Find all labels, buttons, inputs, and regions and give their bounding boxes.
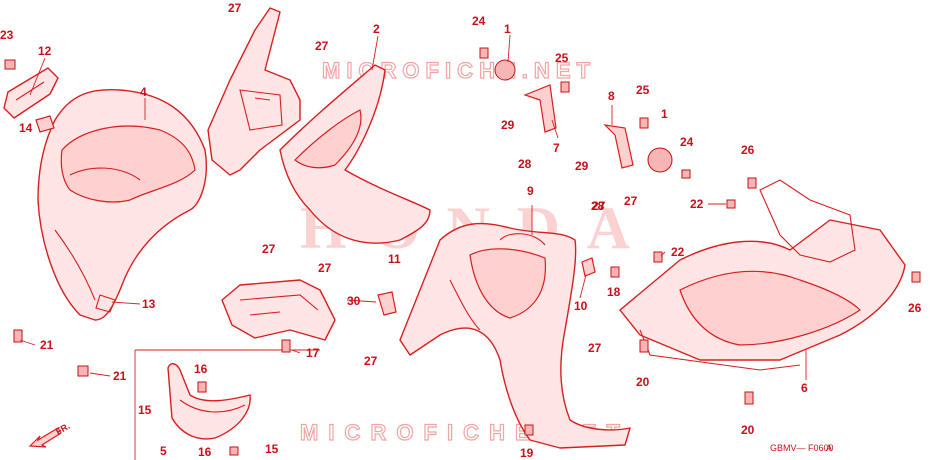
callout-number: 27 bbox=[592, 199, 606, 213]
callout-number: 22 bbox=[671, 245, 685, 259]
diagram-code: GBMV— F0600 bbox=[770, 443, 834, 453]
callout-number: 15 bbox=[265, 442, 279, 456]
callout-number: 26 bbox=[741, 143, 755, 157]
callout-number: 7 bbox=[553, 141, 560, 155]
screw-hardware bbox=[479, 47, 489, 59]
stay-hardware bbox=[523, 84, 557, 133]
callout-number: 1 bbox=[504, 22, 511, 36]
diagram-variant: A bbox=[826, 443, 832, 453]
callout-number: 27 bbox=[262, 242, 276, 256]
callout-number: 21 bbox=[113, 369, 127, 383]
screw-hardware bbox=[747, 177, 757, 189]
callout-number: 19 bbox=[520, 446, 534, 460]
bolt-hardware bbox=[4, 59, 16, 70]
callout-number: 14 bbox=[19, 121, 33, 135]
callout-number: 20 bbox=[741, 423, 755, 437]
callout-number: 23 bbox=[0, 28, 14, 42]
callout-number: 29 bbox=[575, 159, 589, 173]
screw-hardware bbox=[639, 117, 649, 129]
callout-number: 27 bbox=[364, 354, 378, 368]
callout-number: 18 bbox=[607, 285, 621, 299]
callout-number: 27 bbox=[624, 194, 638, 208]
screw-hardware bbox=[653, 251, 663, 263]
callout-number: 22 bbox=[690, 197, 704, 211]
clip-hardware bbox=[581, 257, 596, 277]
screw-hardware bbox=[610, 266, 620, 278]
callout-number: 28 bbox=[591, 199, 605, 213]
screw-hardware bbox=[281, 339, 291, 353]
lower-cover-part-3 bbox=[221, 279, 336, 341]
front-cover-part bbox=[37, 88, 207, 321]
callout-number: 28 bbox=[518, 157, 532, 171]
direction-arrow: FR. bbox=[28, 421, 72, 448]
screw-hardware bbox=[77, 365, 89, 377]
clip-hardware bbox=[524, 424, 534, 436]
screw-hardware bbox=[911, 271, 921, 283]
callout-number: 12 bbox=[38, 44, 52, 58]
grommet-hardware bbox=[647, 147, 673, 173]
screw-hardware bbox=[681, 169, 691, 179]
clip-hardware bbox=[744, 391, 754, 405]
screw-hardware bbox=[197, 381, 207, 393]
callout-number: 25 bbox=[636, 83, 650, 97]
screw-hardware bbox=[560, 81, 570, 93]
callout-number: 16 bbox=[194, 362, 208, 376]
callout-number: 8 bbox=[608, 89, 615, 103]
hardware-group bbox=[13, 47, 921, 456]
callout-number: 10 bbox=[574, 299, 588, 313]
callout-number: 20 bbox=[636, 375, 650, 389]
callout-number: 9 bbox=[527, 184, 534, 198]
callout-number: 26 bbox=[908, 301, 922, 315]
clip-hardware bbox=[377, 291, 397, 316]
screw-hardware bbox=[13, 329, 23, 343]
grommet-hardware bbox=[494, 59, 516, 81]
floor-panel-part bbox=[619, 179, 906, 371]
callout-number: 17 bbox=[306, 346, 320, 360]
callout-number: 29 bbox=[501, 118, 515, 132]
callout-number: 27 bbox=[588, 341, 602, 355]
direction-label: FR. bbox=[54, 421, 72, 437]
callout-number: 24 bbox=[472, 14, 486, 28]
callout-number: 13 bbox=[142, 297, 156, 311]
stay-hardware bbox=[603, 124, 634, 169]
callout-number: 27 bbox=[318, 261, 332, 275]
callout-number: 4 bbox=[140, 85, 147, 99]
callout-number: 5 bbox=[160, 444, 167, 458]
inner-cover-part bbox=[207, 7, 431, 244]
leader-lines bbox=[19, 34, 807, 380]
callout-number: 11 bbox=[388, 252, 401, 266]
callout-number: 30 bbox=[347, 294, 361, 308]
screw-hardware bbox=[229, 446, 239, 456]
callout-number: 6 bbox=[801, 381, 808, 395]
callout-number: 25 bbox=[555, 51, 569, 65]
callout-number: 16 bbox=[198, 445, 212, 459]
callout-number: 2 bbox=[373, 22, 380, 36]
clip-hardware bbox=[639, 339, 649, 353]
callout-number: 24 bbox=[680, 135, 694, 149]
callout-number: 1 bbox=[661, 107, 668, 121]
callout-number: 27 bbox=[315, 39, 329, 53]
leg-shield-part bbox=[399, 222, 631, 449]
screw-hardware bbox=[726, 199, 736, 209]
skirt-part-5 bbox=[167, 363, 251, 440]
callout-number: 15 bbox=[138, 403, 152, 417]
callout-number: 21 bbox=[40, 338, 54, 352]
callout-number: 27 bbox=[228, 1, 242, 15]
